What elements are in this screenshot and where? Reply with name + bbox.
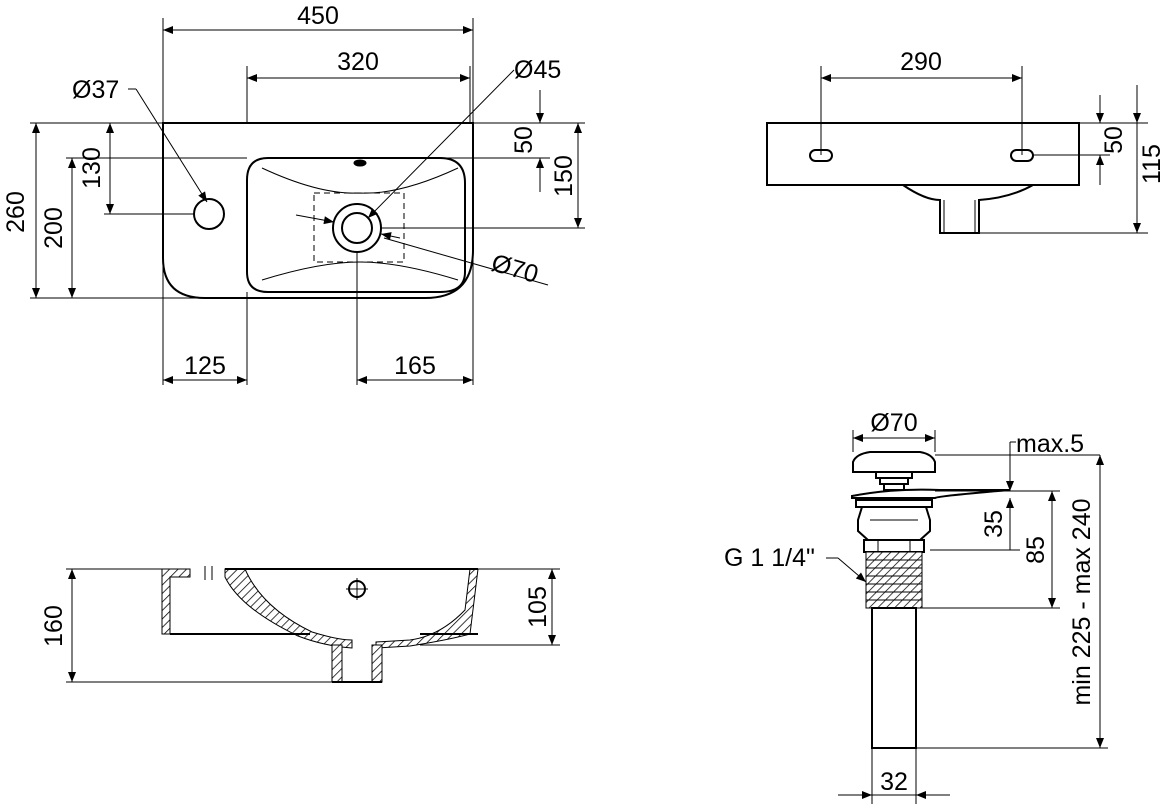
dim-left-offset: 125 (184, 352, 226, 380)
dim-total-length: min 225 - max 240 (1068, 498, 1096, 705)
drain-cover-circle (332, 203, 382, 253)
rear-drain-neck (902, 184, 1034, 234)
section-drain-pipe (331, 644, 343, 683)
label-max-protrusion: max.5 (1016, 430, 1084, 458)
dim-bowl-width: 320 (337, 48, 379, 76)
dim-pipe-diameter: 32 (880, 768, 908, 796)
valve-thread (865, 551, 923, 609)
valve-nut (863, 539, 925, 553)
dim-width: 450 (297, 2, 339, 30)
section-left-wall (161, 568, 191, 635)
basin-outline (162, 122, 474, 299)
valve-tail-pipe (871, 607, 917, 749)
tap-hole (193, 198, 225, 230)
dim-drain-offset: 165 (394, 352, 436, 380)
dim-total-depth: 260 (2, 191, 30, 233)
rear-view: 290 50 115 (766, 48, 1166, 234)
section-view: 160 105 (40, 566, 560, 683)
section-bowl-wall (224, 568, 353, 649)
dim-fixing-height: 50 (1100, 126, 1128, 154)
rear-body (766, 122, 1080, 186)
dim-body-height: 115 (1138, 144, 1166, 184)
dim-total-height: 160 (40, 605, 68, 647)
label-tap-hole: Ø37 (72, 76, 119, 104)
dim-bowl-depth: 150 (550, 155, 578, 197)
valve-cap (852, 451, 936, 473)
dim-tap-offset: 130 (78, 147, 106, 189)
drain-valve-view: Ø70 max.5 35 85 min 225 - max 240 G 1 1/… (724, 409, 1108, 804)
drain-hole (341, 212, 373, 244)
bowl-outline (246, 157, 466, 293)
label-thread: G 1 1/4" (724, 544, 815, 572)
label-drain-cover: Ø70 (488, 249, 541, 289)
dim-fixing-spacing: 290 (900, 48, 942, 76)
dim-bowl-height: 105 (524, 586, 552, 628)
overflow-hole (353, 159, 367, 167)
dim-overflow-drop: 50 (510, 126, 538, 154)
dim-bowl-inner-depth: 200 (40, 207, 68, 249)
dim-flange-to-thread: 35 (980, 510, 1008, 538)
dim-thread-length: 85 (1022, 536, 1050, 564)
top-view: 450 320 Ø37 Ø45 Ø70 50 150 (2, 2, 585, 385)
dim-cap-diameter: Ø70 (870, 409, 917, 437)
label-drain-hole: Ø45 (514, 56, 561, 84)
